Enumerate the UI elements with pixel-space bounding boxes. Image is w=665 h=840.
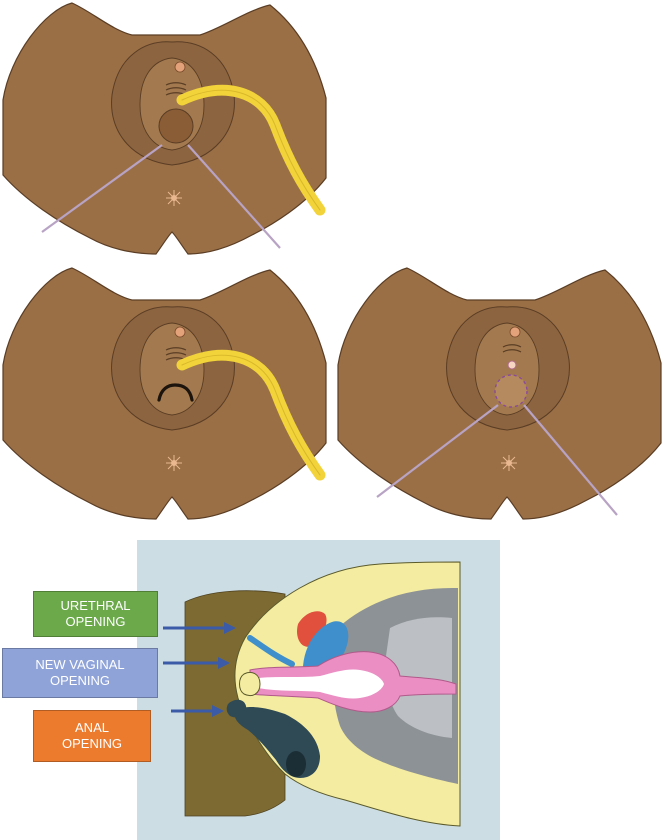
sagittal-section-diagram: URETHRAL OPENING NEW VAGINAL OPENING ANA…	[0, 538, 665, 840]
urethral-opening-label: URETHRAL OPENING	[33, 591, 158, 637]
neovaginal-opening	[494, 374, 528, 408]
urethral-meatus-icon	[502, 344, 522, 353]
retractor-suture-right	[187, 144, 281, 249]
urethral-opening-icon	[507, 360, 517, 370]
vaginal-opening-lip	[239, 671, 261, 697]
arrow-icon	[163, 622, 236, 717]
anus-star-icon	[166, 190, 182, 206]
incision-mark	[157, 383, 194, 402]
clitoris-icon	[174, 61, 186, 73]
perineum-svg-3	[337, 267, 662, 520]
catheter-tube-outline	[181, 354, 321, 476]
urethra-line	[247, 635, 295, 667]
sagittal-svg	[137, 540, 500, 840]
sphincter-cap	[226, 699, 247, 718]
retractor-suture-left	[376, 404, 499, 498]
rectal-lumen	[286, 751, 306, 777]
retractor-suture-left	[41, 144, 163, 233]
catheter-tube-outline	[181, 89, 321, 211]
clitoris-icon	[174, 326, 186, 338]
anus-star-icon	[166, 455, 182, 471]
vaginal-canal-white	[258, 669, 384, 699]
clitoris-icon	[509, 326, 521, 338]
perineum-illustration-neovagina	[335, 265, 665, 527]
anus-star-icon	[501, 455, 517, 471]
new-vaginal-opening-label: NEW VAGINAL OPENING	[2, 648, 158, 698]
perineum-svg-1	[2, 2, 327, 255]
perineum-illustration-incision	[0, 265, 330, 527]
introitus-dome	[158, 108, 194, 144]
anal-opening-label: ANAL OPENING	[33, 710, 151, 762]
retractor-suture-right	[523, 404, 618, 516]
perineum-illustration-catheter	[0, 0, 330, 262]
perineum-svg-2	[2, 267, 327, 520]
labia-minora	[139, 322, 205, 416]
